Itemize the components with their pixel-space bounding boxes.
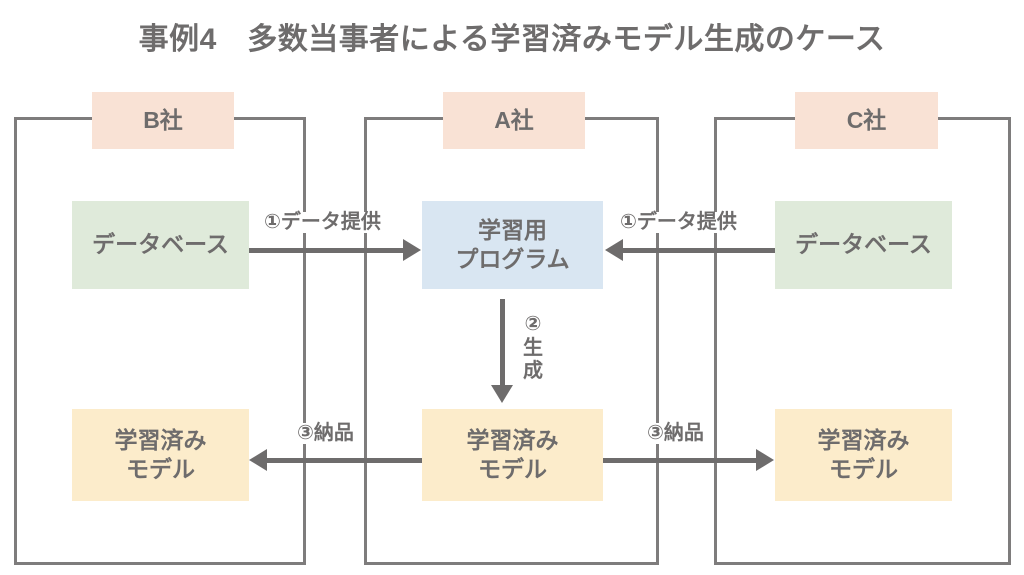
trained-model-right-label-line1: 学習済み: [817, 426, 910, 453]
flow-arrow-2-shaft: [500, 299, 505, 389]
flow-arrow-1-left-head: [403, 239, 421, 261]
database-box-right[interactable]: データベース: [775, 201, 952, 289]
flow-arrow-3-right-shaft: [603, 458, 758, 463]
page-title: 事例4 多数当事者による学習済みモデル生成のケース: [138, 23, 886, 56]
flow-arrow-2-head: [491, 385, 513, 403]
flow-label-2: ② 生 成: [519, 313, 547, 384]
flow-label-2-char-1: 生: [523, 336, 543, 359]
trained-model-left-label-line2: モデル: [126, 456, 195, 482]
company-b-label: B社: [143, 106, 183, 133]
flow-arrow-3-right-head: [756, 449, 774, 471]
flow-arrow-1-right-head: [605, 239, 623, 261]
flow-arrow-1-left-shaft: [249, 248, 406, 253]
trained-model-center-label-line2: モデル: [478, 456, 547, 482]
database-right-label: データベース: [795, 231, 932, 258]
flow-arrow-1-right-shaft: [621, 248, 775, 253]
flow-arrow-3-left-head: [249, 449, 267, 471]
database-box-left[interactable]: データベース: [72, 201, 249, 289]
trained-model-box-center[interactable]: 学習済み モデル: [422, 409, 603, 501]
training-program-label-line2: プログラム: [455, 246, 570, 272]
flow-label-3-right: ③納品: [645, 422, 706, 444]
trained-model-box-left[interactable]: 学習済み モデル: [72, 409, 249, 501]
company-box-a[interactable]: A社: [443, 92, 585, 149]
database-left-label: データベース: [92, 231, 229, 258]
trained-model-box-right[interactable]: 学習済み モデル: [775, 409, 952, 501]
flow-label-2-char-0: ②: [524, 313, 542, 335]
flow-arrow-3-left-shaft: [266, 458, 422, 463]
company-box-b[interactable]: B社: [92, 92, 234, 149]
flow-label-1-left: ①データ提供: [262, 211, 383, 233]
training-program-label-line1: 学習用: [478, 216, 547, 243]
company-c-label: C社: [846, 106, 887, 133]
flow-label-2-char-2: 成: [523, 360, 543, 383]
trained-model-center-label-line1: 学習済み: [466, 426, 559, 453]
training-program-box[interactable]: 学習用 プログラム: [422, 201, 603, 289]
company-a-label: A社: [494, 106, 534, 133]
trained-model-left-label-line1: 学習済み: [114, 426, 207, 453]
flow-label-1-right: ①データ提供: [618, 211, 739, 233]
trained-model-right-label-line2: モデル: [829, 456, 898, 482]
company-box-c[interactable]: C社: [795, 92, 938, 149]
flow-label-3-left: ③納品: [295, 422, 356, 444]
